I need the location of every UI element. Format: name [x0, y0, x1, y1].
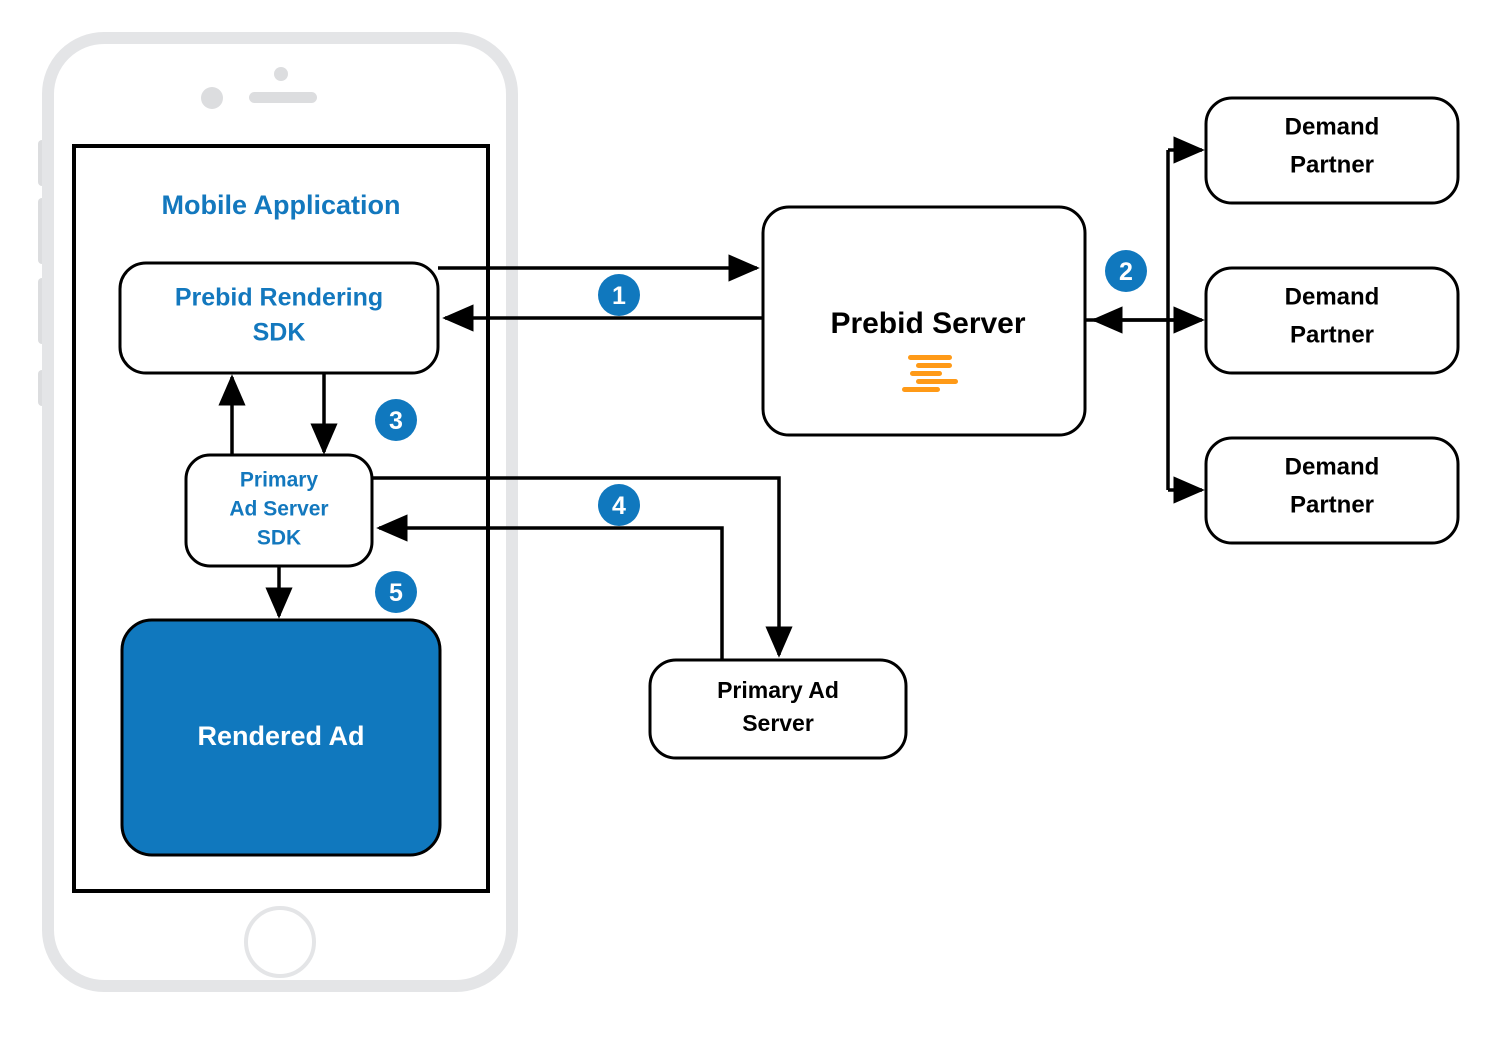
step-badge-5-number: 5 — [389, 579, 403, 607]
prebid-rendering-sdk-label-line2: SDK — [253, 319, 306, 347]
rendered-ad-box[interactable] — [120, 618, 442, 857]
prebid-server-label: Prebid Server — [830, 307, 1025, 340]
speaker-grill-icon — [249, 92, 317, 103]
prebid-logo-icon — [902, 355, 958, 392]
step-badge-1: 1 — [598, 274, 640, 316]
demand-partner-3-label-line2: Partner — [1290, 491, 1374, 518]
step-badge-4-number: 4 — [612, 492, 626, 520]
node-demand-partner-2[interactable]: Demand Partner — [1204, 266, 1460, 375]
connection-layer — [218, 136, 1205, 662]
mobile-application-title: Mobile Application — [162, 190, 401, 220]
demand-partner-1-box[interactable] — [1204, 96, 1460, 205]
connection-adserver-sdk-to-primary-ad-server — [372, 476, 793, 658]
node-demand-partner-1[interactable]: Demand Partner — [1204, 96, 1460, 205]
primary-ad-server-sdk-box[interactable] — [184, 453, 374, 568]
primary-ad-server-sdk-label-line3: SDK — [257, 527, 301, 550]
step-badge-5-circle — [375, 571, 417, 613]
step-badge-3-circle — [375, 399, 417, 441]
demand-partner-3-box[interactable] — [1204, 436, 1460, 545]
demand-partner-2-label-line2: Partner — [1290, 321, 1374, 348]
front-camera-icon — [274, 67, 288, 81]
step-badge-2-circle — [1105, 250, 1147, 292]
step-badge-4: 4 — [598, 484, 640, 526]
connection-primary-ad-server-to-adserver-sdk — [376, 514, 724, 662]
home-button[interactable] — [244, 906, 316, 978]
proximity-sensor-icon — [201, 87, 223, 109]
prebid-rendering-sdk-box[interactable] — [118, 261, 440, 375]
demand-partner-1-label-line1: Demand — [1285, 113, 1380, 140]
prebid-server-box[interactable] — [761, 205, 1087, 437]
primary-ad-server-box[interactable] — [648, 658, 908, 760]
node-primary-ad-server[interactable]: Primary Ad Server — [648, 658, 908, 760]
node-primary-ad-server-sdk[interactable]: Primary Ad Server SDK — [184, 453, 374, 568]
node-demand-partner-3[interactable]: Demand Partner — [1204, 436, 1460, 545]
primary-ad-server-label-line2: Server — [742, 710, 814, 736]
step-badge-1-circle — [598, 274, 640, 316]
prebid-rendering-sdk-label-line1: Prebid Rendering — [175, 284, 383, 312]
step-badge-5: 5 — [375, 571, 417, 613]
demand-partner-2-box[interactable] — [1204, 266, 1460, 375]
node-prebid-server[interactable]: Prebid Server — [761, 205, 1087, 437]
primary-ad-server-sdk-label-line1: Primary — [240, 469, 319, 492]
step-badge-4-circle — [598, 484, 640, 526]
demand-partner-3-label-line1: Demand — [1285, 453, 1380, 480]
step-badge-3-number: 3 — [389, 407, 403, 435]
primary-ad-server-label-line1: Primary Ad — [717, 677, 839, 703]
step-badge-2-number: 2 — [1119, 258, 1133, 286]
step-badge-1-number: 1 — [612, 282, 626, 310]
rendered-ad-label: Rendered Ad — [197, 721, 364, 751]
primary-ad-server-sdk-label-line2: Ad Server — [229, 498, 328, 521]
node-rendered-ad[interactable]: Rendered Ad — [120, 618, 442, 857]
step-badge-3: 3 — [375, 399, 417, 441]
step-badge-2: 2 — [1105, 250, 1147, 292]
demand-partner-1-label-line2: Partner — [1290, 151, 1374, 178]
node-prebid-rendering-sdk[interactable]: Prebid Rendering SDK — [118, 261, 440, 375]
demand-partner-2-label-line1: Demand — [1285, 283, 1380, 310]
